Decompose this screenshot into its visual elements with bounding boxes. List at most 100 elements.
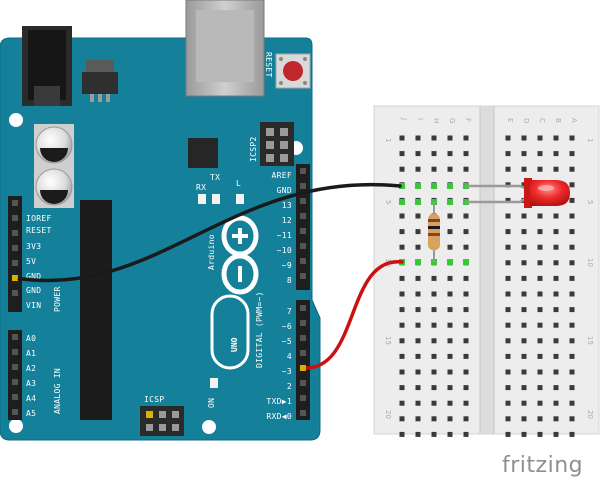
rx-label: RX <box>196 183 206 192</box>
breadboard-column-labels-left: J I H G F <box>400 117 472 123</box>
pin-label: AREF <box>272 171 292 180</box>
breadboard-hole <box>463 307 469 313</box>
breadboard-hole <box>415 307 421 313</box>
digital-bottom-pin-labels: 7 ~6 ~5 4 ~3 2 TXD▶1 RXD◀0 <box>266 307 292 421</box>
breadboard-hole <box>553 353 559 359</box>
breadboard-hole <box>431 416 437 422</box>
mounting-hole <box>9 419 23 433</box>
breadboard-hole <box>415 275 421 281</box>
breadboard-hole <box>431 400 437 406</box>
mounting-hole <box>202 420 216 434</box>
breadboard-hole <box>569 431 575 437</box>
breadboard-hole <box>415 151 421 157</box>
pin-label: A2 <box>26 364 36 373</box>
connected-hole <box>447 183 453 189</box>
breadboard-hole <box>399 369 405 375</box>
power-group-label: POWER <box>53 286 62 312</box>
breadboard-hole <box>463 244 469 250</box>
breadboard-hole <box>431 275 437 281</box>
column-label: D <box>522 118 530 123</box>
breadboard-hole <box>521 229 527 235</box>
row-label: 15 <box>586 336 594 345</box>
breadboard-hole <box>399 400 405 406</box>
breadboard-hole <box>521 151 527 157</box>
breadboard-hole <box>447 213 453 219</box>
pin-label: GND <box>277 186 292 195</box>
breadboard-hole <box>431 307 437 313</box>
connected-hole <box>415 199 421 205</box>
breadboard-hole <box>521 307 527 313</box>
breadboard-hole <box>447 151 453 157</box>
breadboard-hole <box>447 275 453 281</box>
breadboard-hole <box>553 275 559 281</box>
tx-label: TX <box>210 173 220 182</box>
row-label: 15 <box>384 336 392 345</box>
mounting-hole <box>9 113 23 127</box>
breadboard-hole <box>521 213 527 219</box>
breadboard-hole <box>431 166 437 172</box>
pin-label: 13 <box>282 201 292 210</box>
reset-button[interactable] <box>275 53 311 89</box>
breadboard-hole <box>505 151 511 157</box>
breadboard-hole <box>553 166 559 172</box>
breadboard-hole <box>505 322 511 328</box>
led-highlight <box>538 185 554 191</box>
breadboard-hole <box>399 338 405 344</box>
pin-label: A1 <box>26 349 36 358</box>
pin-label: 12 <box>282 216 292 225</box>
breadboard-hole <box>505 307 511 313</box>
breadboard-hole <box>399 291 405 297</box>
pin-label: A4 <box>26 394 36 403</box>
pin-label: VIN <box>26 301 41 310</box>
on-label: ON <box>207 398 216 408</box>
breadboard-hole <box>537 260 543 266</box>
breadboard-hole <box>431 431 437 437</box>
resistor-band <box>428 219 440 222</box>
analog-header <box>8 330 22 420</box>
icsp2-header <box>260 122 294 166</box>
connected-hole <box>431 183 437 189</box>
breadboard-hole <box>553 431 559 437</box>
breadboard-hole <box>553 338 559 344</box>
arduino-uno-board: RESET ICSP2 TX RX L <box>0 0 321 441</box>
breadboard-hole <box>505 431 511 437</box>
breadboard-hole <box>415 353 421 359</box>
breadboard-hole <box>463 385 469 391</box>
column-label: I <box>416 118 424 120</box>
pin-label: 7 <box>287 307 292 316</box>
resistor <box>428 202 440 262</box>
row-label: 5 <box>586 200 594 204</box>
column-label: A <box>570 118 578 123</box>
breadboard-hole <box>521 385 527 391</box>
led-body <box>530 180 570 206</box>
breadboard-hole <box>505 229 511 235</box>
breadboard-hole <box>537 229 543 235</box>
breadboard-hole <box>447 322 453 328</box>
led <box>466 178 570 208</box>
breadboard-hole <box>505 275 511 281</box>
breadboard-hole <box>415 416 421 422</box>
breadboard-hole <box>431 338 437 344</box>
column-label: B <box>554 118 562 123</box>
model-label: UNO <box>230 337 239 352</box>
breadboard-hole <box>521 135 527 141</box>
breadboard-hole <box>399 244 405 250</box>
breadboard-hole <box>553 416 559 422</box>
wire-end <box>300 365 306 371</box>
breadboard-hole <box>415 385 421 391</box>
connected-hole <box>447 199 453 205</box>
breadboard-hole <box>553 369 559 375</box>
breadboard-hole <box>463 213 469 219</box>
breadboard-hole <box>521 416 527 422</box>
dc-barrel-jack <box>22 26 72 106</box>
breadboard-hole <box>569 338 575 344</box>
uno-badge: UNO <box>210 294 250 370</box>
breadboard-hole <box>537 416 543 422</box>
breadboard-hole <box>415 431 421 437</box>
resistor-body <box>428 214 440 250</box>
icsp2-label: ICSP2 <box>249 136 258 162</box>
breadboard-hole <box>505 338 511 344</box>
row-label: 5 <box>384 200 392 204</box>
on-led <box>210 378 218 388</box>
breadboard-hole <box>553 244 559 250</box>
